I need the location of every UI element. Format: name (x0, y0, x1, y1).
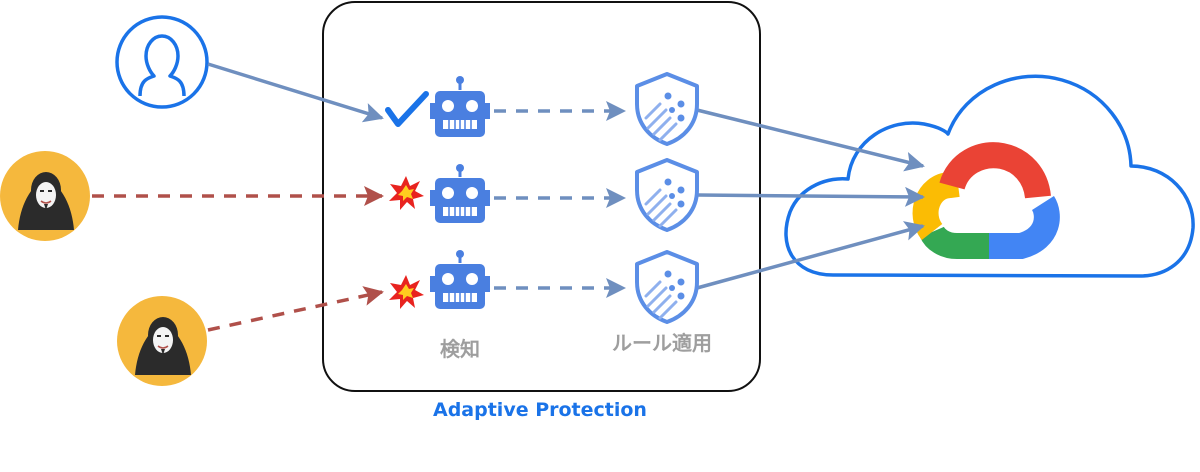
check-icon (385, 91, 429, 127)
google-cloud-logo (912, 142, 1060, 259)
flow-arrow-top-to-cloud (696, 108, 925, 172)
shield-icon-1 (635, 72, 699, 146)
flow-arrow-middle-to-cloud (697, 186, 925, 207)
stage-label-apply-rules: ルール適用 (612, 331, 712, 355)
attack-flow-arrow-2 (207, 286, 384, 332)
flow-arrow-bottom-to-cloud (696, 221, 925, 290)
shield-icon-2 (635, 158, 699, 232)
explosion-icon-2 (389, 275, 424, 309)
robot-icon-3 (430, 250, 490, 309)
attacker-icon-2 (117, 296, 207, 386)
shield-icon-3 (635, 250, 699, 324)
user-icon (115, 15, 209, 109)
stage-label-detect: 検知 (440, 337, 480, 361)
robot-icon-1 (430, 76, 490, 137)
robot-icon-2 (430, 164, 490, 223)
cloud-outline (784, 74, 1195, 278)
diagram-title: Adaptive Protection (433, 399, 647, 421)
user-flow-arrow (207, 62, 384, 123)
explosion-icon-1 (389, 176, 424, 210)
attacker-icon-1 (0, 151, 90, 241)
